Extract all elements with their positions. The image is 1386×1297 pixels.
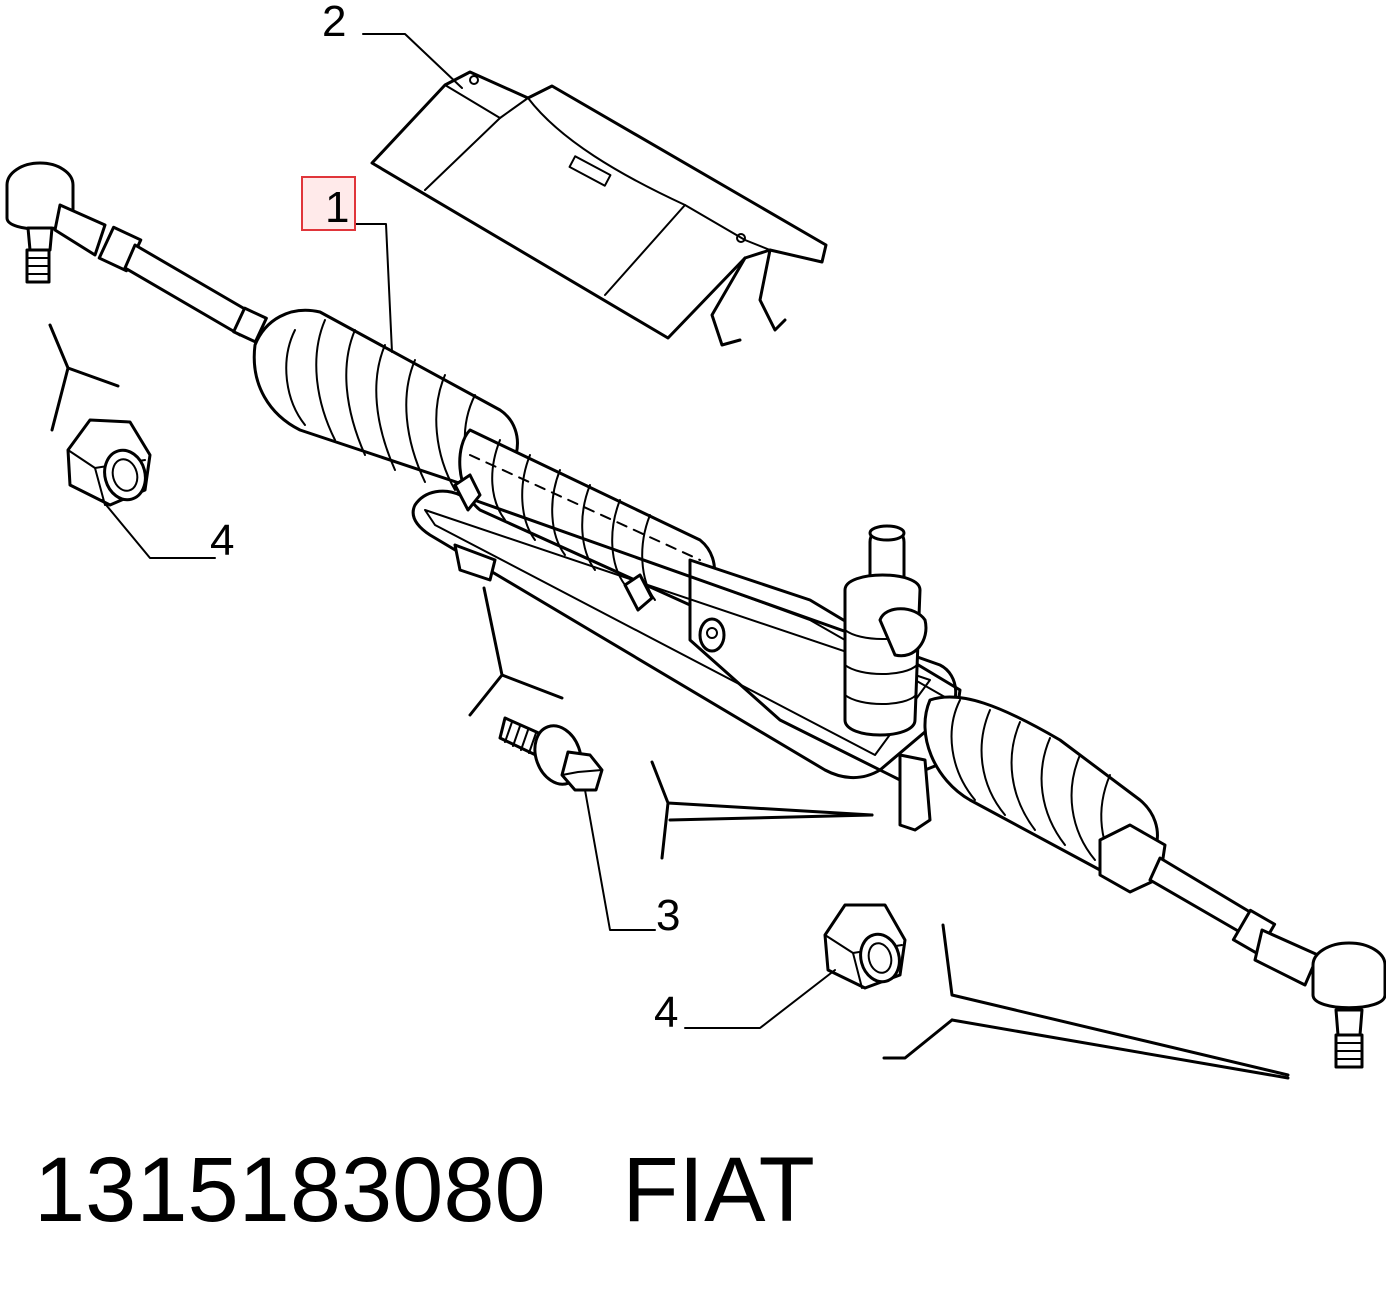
- left-nut-part[interactable]: [66, 418, 152, 507]
- left-tie-rod-end[interactable]: [5, 161, 268, 344]
- assembly-guide-lines: [48, 323, 1290, 1080]
- callout-1[interactable]: 1: [325, 183, 349, 232]
- callout-2[interactable]: 2: [322, 0, 346, 46]
- right-nut-part[interactable]: [823, 903, 907, 990]
- right-tie-rod-end[interactable]: [1148, 856, 1386, 1069]
- callout-numbers: 1 2 3 4 4: [210, 0, 680, 1037]
- brand-name: FIAT: [622, 1139, 815, 1241]
- callout-4-right[interactable]: 4: [654, 988, 678, 1037]
- callout-leaders: [101, 33, 836, 1029]
- bolt-part[interactable]: [498, 716, 604, 792]
- callout-3[interactable]: 3: [656, 891, 680, 940]
- callout-1-highlight: [301, 176, 356, 231]
- part-number-label: 1315183080 FIAT: [34, 1140, 815, 1240]
- heat-shield-part[interactable]: [370, 70, 828, 347]
- callout-4-left[interactable]: 4: [210, 516, 234, 565]
- part-number: 1315183080: [34, 1139, 546, 1241]
- steering-rack-part[interactable]: [252, 308, 1167, 894]
